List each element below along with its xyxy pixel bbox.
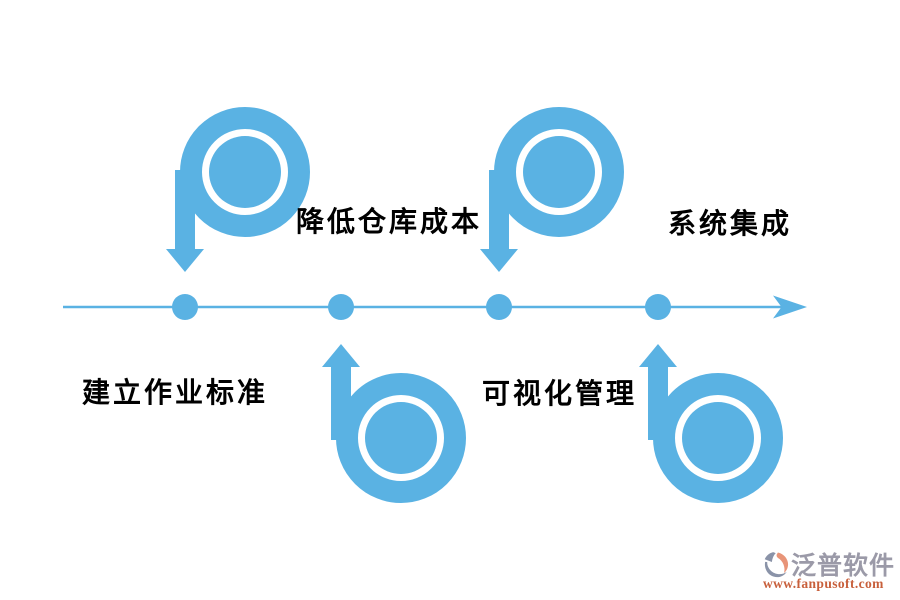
- label-reduce-warehouse-costs: 降低仓库成本: [296, 206, 483, 237]
- loop-arrow-down-icon-2: [480, 107, 624, 272]
- arrowhead-down: [166, 249, 204, 272]
- loop-arrow-up-icon-2: [639, 344, 783, 503]
- watermark: 泛普软件 www.fanpusoft.com: [760, 548, 900, 594]
- loop-core: [365, 402, 437, 474]
- logo-segment-top: [764, 552, 776, 563]
- loop-core: [209, 136, 281, 208]
- timeline-dot-3: [486, 294, 512, 320]
- loop-core: [523, 136, 595, 208]
- watermark-brand: 泛普软件: [791, 552, 896, 580]
- loop-arrow-up-icon-1: [322, 344, 466, 503]
- timeline-dot-2: [328, 294, 354, 320]
- logo-segment-right: [776, 552, 789, 574]
- logo-segment-bottom: [764, 561, 787, 578]
- arrowhead-up: [322, 344, 360, 367]
- watermark-url: www.fanpusoft.com: [763, 576, 884, 591]
- arrow-stem: [331, 365, 351, 440]
- axis-arrowhead-icon: [773, 295, 807, 319]
- label-system-integration: 系统集成: [668, 208, 793, 239]
- arrow-stem: [175, 170, 195, 250]
- loop-arrow-down-icon-1: [166, 107, 310, 272]
- label-visual-management: 可视化管理: [482, 378, 638, 409]
- timeline-axis: [63, 294, 807, 320]
- arrowhead-up: [639, 344, 677, 367]
- loop-core: [682, 402, 754, 474]
- fanpu-logo-icon: [764, 552, 789, 578]
- label-establish-work-standards: 建立作业标准: [82, 377, 269, 408]
- arrow-stem: [648, 365, 668, 440]
- arrow-stem: [489, 170, 509, 250]
- timeline-dot-1: [172, 294, 198, 320]
- arrowhead-down: [480, 249, 518, 272]
- timeline-dot-4: [645, 294, 671, 320]
